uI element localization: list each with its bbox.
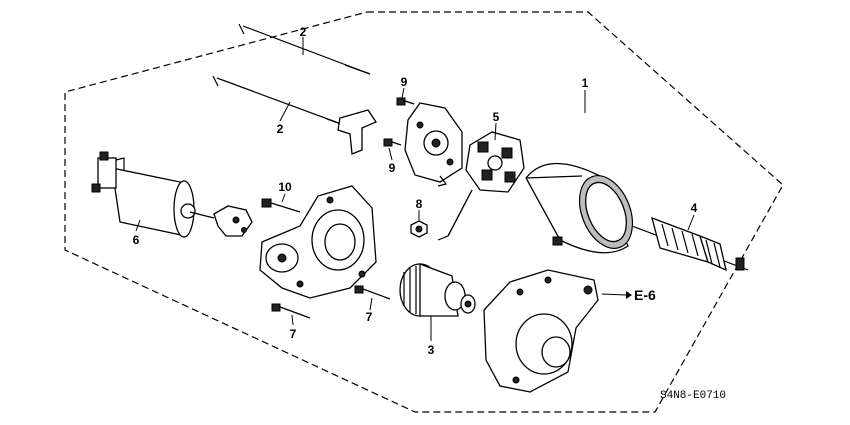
yoke	[525, 162, 634, 254]
callout-6: 6	[133, 233, 140, 247]
callout-8: 8	[416, 197, 423, 211]
callout-2-lower: 2	[277, 122, 284, 136]
nut	[410, 220, 428, 238]
bolt-bracket	[337, 109, 377, 155]
callout-7-right: 7	[366, 310, 373, 324]
callout-10: 10	[278, 180, 292, 194]
bolt-10	[261, 198, 301, 213]
through-bolt-lower	[212, 75, 353, 129]
callout-9-upper: 9	[401, 75, 408, 89]
armature	[631, 216, 749, 272]
overrunning-clutch	[399, 263, 476, 317]
brush-holder	[437, 131, 525, 241]
drive-end-housing	[259, 185, 377, 299]
shift-lever	[213, 205, 253, 237]
end-plate	[404, 102, 463, 187]
gear-housing	[483, 269, 599, 393]
bolt-7-right	[354, 285, 391, 300]
callout-5: 5	[493, 110, 500, 124]
assembly-boundary	[64, 11, 784, 413]
callout-7-left: 7	[290, 327, 297, 341]
callout-1: 1	[582, 76, 589, 90]
callout-3: 3	[428, 343, 435, 357]
screw-lower	[383, 138, 402, 147]
callout-4: 4	[691, 201, 698, 215]
reference-label: E-6	[634, 287, 656, 303]
through-bolt-upper	[238, 23, 371, 75]
screw-upper	[396, 97, 415, 106]
bolt-7-left	[271, 303, 311, 319]
leader-lines	[135, 37, 695, 341]
solenoid	[91, 151, 215, 238]
yoke-clip	[552, 236, 563, 246]
callout-9-lower: 9	[389, 161, 396, 175]
diagram-code: S4N8-E0710	[660, 390, 726, 402]
reference-arrow	[626, 291, 632, 299]
callout-2-upper: 2	[300, 25, 307, 39]
